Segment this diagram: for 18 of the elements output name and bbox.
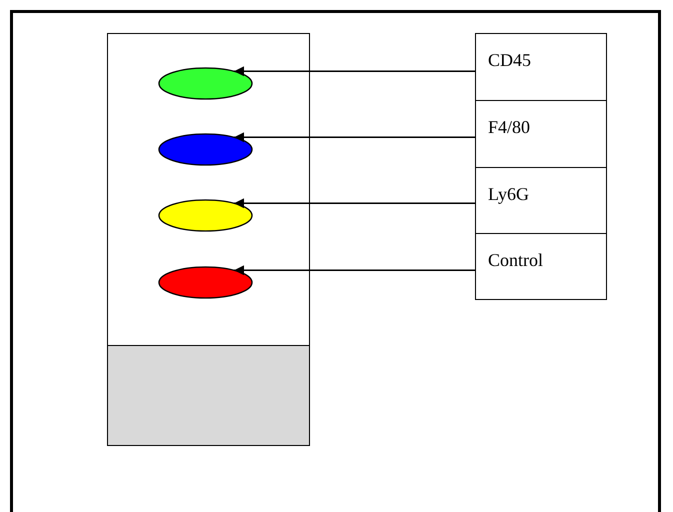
arrow: [234, 198, 475, 208]
label-box: [475, 233, 607, 300]
colored-ellipse: [158, 67, 253, 100]
colored-ellipse: [158, 266, 253, 299]
tube-box: [107, 33, 310, 446]
colored-ellipse: [158, 199, 253, 232]
label-box: [475, 167, 607, 234]
marker-label: CD45: [488, 50, 532, 71]
marker-label: F4/80: [488, 117, 530, 138]
bottom-band: [108, 345, 309, 445]
arrow: [234, 132, 475, 142]
label-box: [475, 100, 607, 168]
arrow: [234, 66, 475, 76]
label-box: [475, 33, 607, 101]
marker-label: Ly6G: [488, 184, 530, 205]
colored-ellipse: [158, 133, 253, 166]
arrow: [234, 265, 475, 276]
marker-label: Control: [488, 250, 544, 271]
